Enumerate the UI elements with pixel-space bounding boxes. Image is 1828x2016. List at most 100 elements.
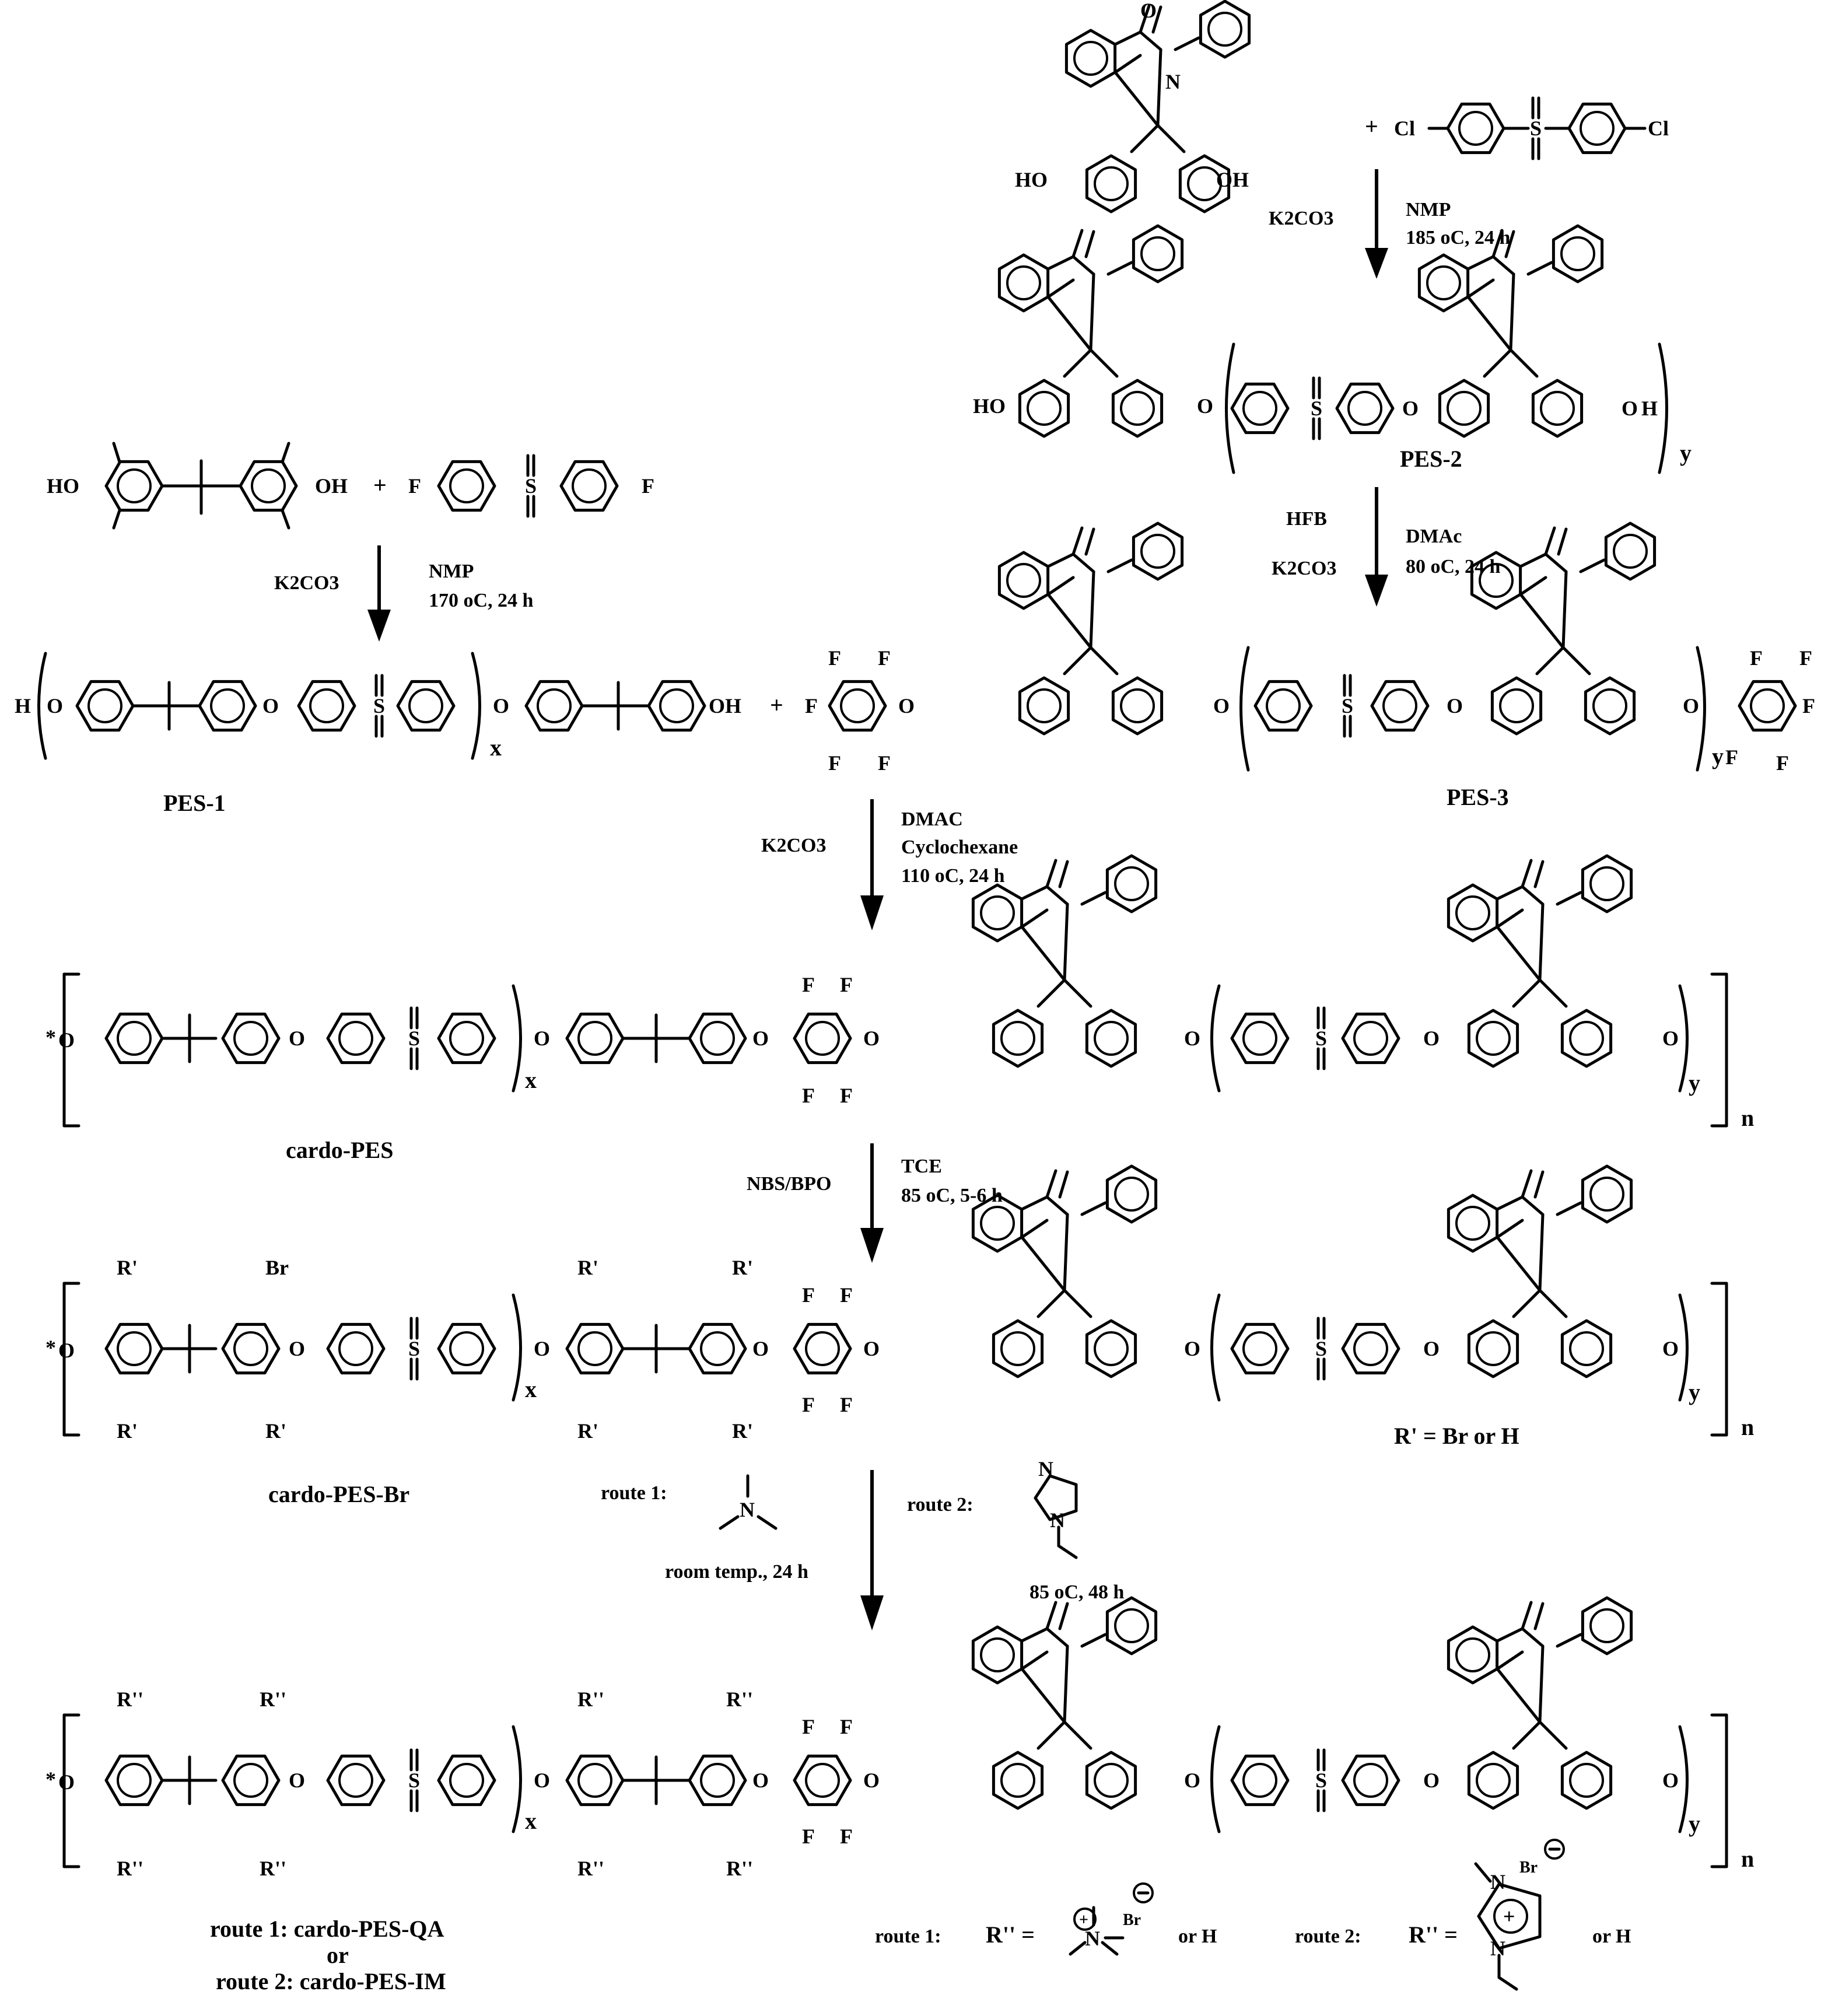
final-product-labels: route 1: cardo-PES-QA or route 2: cardo-…: [210, 1916, 446, 1994]
svg-text:O: O: [289, 1337, 305, 1360]
svg-text:S: S: [525, 474, 537, 498]
svg-text:K2CO3: K2CO3: [761, 835, 826, 856]
svg-text:F: F: [840, 1825, 853, 1848]
svg-text:110 oC, 24 h: 110 oC, 24 h: [901, 865, 1005, 887]
svg-text:+: +: [1079, 1911, 1088, 1929]
svg-text:O: O: [1213, 694, 1230, 718]
svg-text:185 oC, 24 h: 185 oC, 24 h: [1406, 227, 1511, 249]
svg-text:R'' =: R'' =: [986, 1922, 1035, 1948]
reaction-arrow-step3: K2CO3 NMP 170 oC, 24 h: [274, 545, 534, 642]
svg-text:O: O: [1662, 1027, 1679, 1050]
svg-text:O: O: [1622, 397, 1638, 420]
svg-text:F: F: [1725, 746, 1738, 769]
svg-text:S: S: [1530, 117, 1542, 140]
svg-text:R'': R'': [726, 1857, 753, 1880]
reaction-arrow-step6: route 1: N room temp., 24 h route 2: N N…: [601, 1457, 1125, 1630]
svg-text:O: O: [1197, 394, 1213, 418]
svg-text:O: O: [58, 1028, 75, 1052]
svg-text:85 oC, 5-6 h: 85 oC, 5-6 h: [901, 1185, 1003, 1206]
ethylimidazole-structure: N N: [1034, 1457, 1078, 1559]
svg-text:+: +: [373, 472, 387, 498]
svg-text:F: F: [805, 694, 818, 718]
svg-text:S: S: [1311, 397, 1322, 420]
svg-text:Br: Br: [265, 1256, 289, 1279]
svg-text:F: F: [642, 474, 654, 498]
trimethylammonium-structure: + N Br: [1069, 1882, 1154, 1956]
imidazolium-structure: + N N Br: [1474, 1839, 1565, 1991]
svg-text:HO: HO: [47, 474, 79, 498]
svg-text:O: O: [752, 1769, 769, 1792]
svg-text:NBS/BPO: NBS/BPO: [747, 1173, 831, 1195]
svg-text:S: S: [1315, 1769, 1327, 1792]
svg-text:O: O: [262, 694, 279, 718]
svg-text:R'': R'': [260, 1857, 286, 1880]
svg-text:O: O: [1662, 1769, 1679, 1792]
svg-text:K2CO3: K2CO3: [274, 572, 339, 594]
svg-text:O: O: [1423, 1027, 1440, 1050]
svg-text:OH: OH: [709, 694, 741, 718]
svg-text:K2CO3: K2CO3: [1272, 558, 1336, 579]
svg-text:R'': R'': [726, 1688, 753, 1711]
svg-text:F: F: [802, 1084, 815, 1107]
svg-text:R'': R'': [117, 1688, 143, 1711]
svg-text:y: y: [1689, 1070, 1700, 1096]
svg-text:OH: OH: [315, 474, 348, 498]
svg-text:route 2:: route 2:: [907, 1494, 973, 1516]
svg-text:S: S: [373, 694, 385, 718]
svg-text:Br: Br: [1519, 1859, 1538, 1877]
svg-text:F: F: [802, 1715, 815, 1738]
svg-text:F: F: [840, 1283, 853, 1307]
svg-text:O: O: [1184, 1769, 1200, 1792]
svg-text:R': R': [117, 1419, 138, 1443]
svg-text:x: x: [525, 1376, 537, 1402]
svg-text:Cl: Cl: [1394, 117, 1415, 140]
svg-text:F: F: [878, 646, 891, 670]
svg-text:O: O: [752, 1337, 769, 1360]
svg-text:85 oC, 48 h: 85 oC, 48 h: [1029, 1581, 1125, 1603]
svg-text:y: y: [1680, 440, 1692, 466]
svg-text:F: F: [840, 1715, 853, 1738]
svg-text:O: O: [863, 1337, 880, 1360]
svg-text:HO: HO: [1015, 168, 1048, 191]
svg-text:y: y: [1712, 743, 1724, 769]
svg-text:route 1: cardo-PES-QA: route 1: cardo-PES-QA: [210, 1916, 444, 1942]
svg-text:x: x: [490, 734, 502, 761]
svg-text:F: F: [840, 973, 853, 996]
svg-text:HO: HO: [973, 394, 1006, 418]
svg-text:O: O: [1184, 1337, 1200, 1360]
svg-text:O: O: [752, 1027, 769, 1050]
label-cardo-pes-br: cardo-PES-Br: [268, 1481, 409, 1507]
svg-text:O: O: [534, 1337, 550, 1360]
svg-text:O: O: [1662, 1337, 1679, 1360]
svg-text:*: *: [45, 1026, 56, 1049]
svg-text:+: +: [1365, 113, 1378, 139]
svg-text:+: +: [770, 692, 783, 718]
polymer-pes-3: F F F F F O O S O O y F F F F F PES-3: [805, 523, 1815, 810]
svg-text:n: n: [1741, 1105, 1754, 1131]
svg-text:Cyclochexane: Cyclochexane: [901, 836, 1018, 858]
svg-text:170 oC, 24 h: 170 oC, 24 h: [429, 590, 534, 611]
svg-text:H: H: [1641, 397, 1658, 420]
svg-text:R'': R'': [577, 1688, 604, 1711]
svg-text:F: F: [828, 751, 841, 775]
svg-text:HFB: HFB: [1286, 508, 1327, 530]
svg-text:N: N: [740, 1498, 755, 1521]
svg-text:y: y: [1689, 1811, 1700, 1837]
svg-text:Cl: Cl: [1648, 117, 1669, 140]
label-pes-2: PES-2: [1400, 446, 1462, 472]
trimethylamine-structure: N: [719, 1474, 778, 1530]
svg-text:O: O: [863, 1769, 880, 1792]
svg-text:Br: Br: [1123, 1911, 1141, 1929]
svg-text:S: S: [1315, 1027, 1327, 1050]
reaction-arrow-step5: NBS/BPO TCE 85 oC, 5-6 h: [747, 1143, 1003, 1263]
svg-text:R': R': [265, 1419, 286, 1443]
svg-text:R': R': [577, 1256, 598, 1279]
svg-text:or: or: [327, 1942, 349, 1968]
svg-text:route 2: cardo-PES-IM: route 2: cardo-PES-IM: [216, 1968, 446, 1994]
svg-text:F: F: [1750, 646, 1763, 670]
svg-text:S: S: [1342, 694, 1353, 718]
route1-rdoubleprime-definition: route 1: R'' = + N Br or H: [875, 1882, 1217, 1956]
r-prime-definition: R' = Br or H: [1394, 1423, 1519, 1449]
svg-text:O: O: [58, 1339, 75, 1362]
svg-text:S: S: [408, 1769, 420, 1792]
